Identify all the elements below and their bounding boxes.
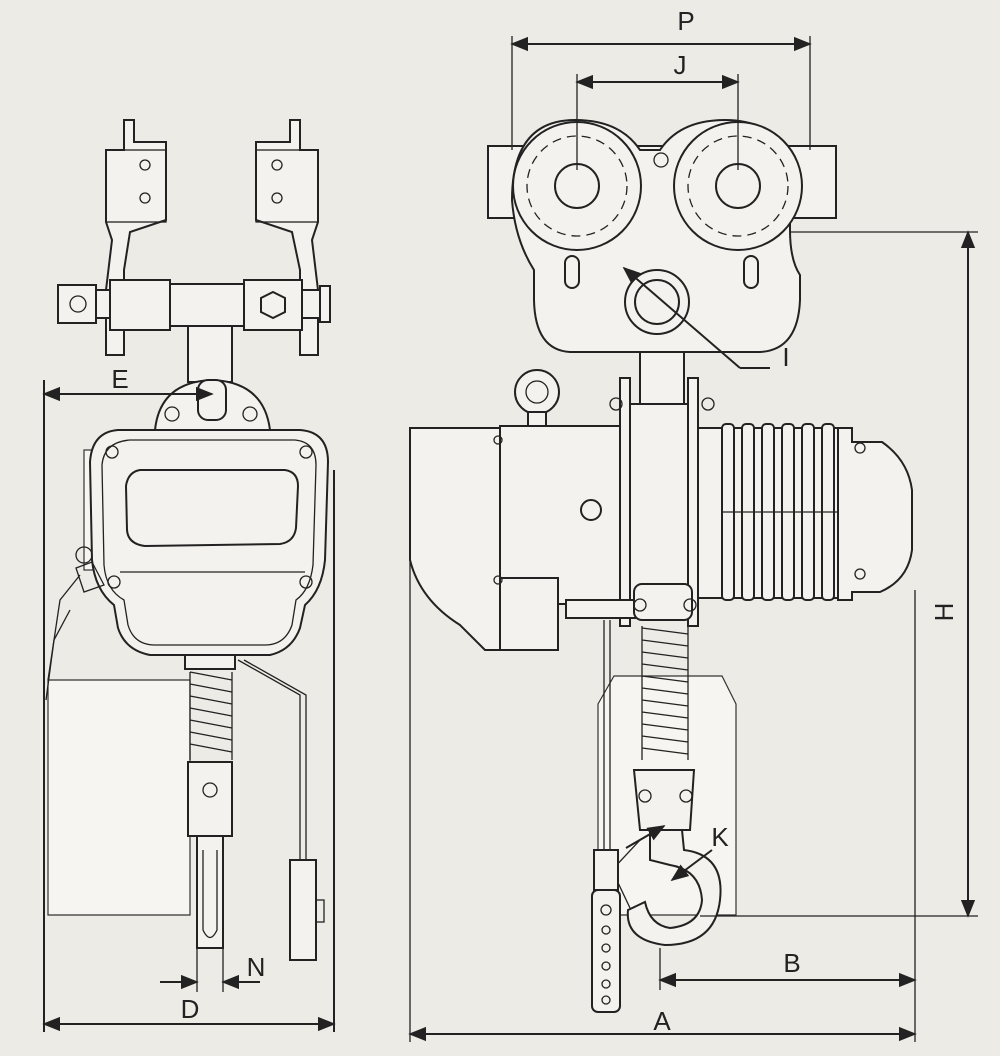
label-i: I bbox=[782, 342, 789, 372]
right-trolley bbox=[487, 118, 837, 409]
left-trolley bbox=[57, 119, 331, 383]
label-h: H bbox=[929, 603, 959, 622]
label-p: P bbox=[677, 6, 694, 36]
label-b: B bbox=[783, 948, 800, 978]
label-j: J bbox=[674, 50, 687, 80]
right-spring bbox=[641, 626, 689, 760]
left-pendant-cable bbox=[237, 659, 301, 860]
label-a: A bbox=[653, 1006, 671, 1036]
right-pendant bbox=[591, 889, 621, 1013]
dimension-k bbox=[670, 849, 713, 882]
right-front-view bbox=[408, 36, 978, 1042]
left-chain-bucket bbox=[47, 679, 191, 916]
left-side-view bbox=[42, 119, 336, 1032]
label-d: D bbox=[181, 994, 200, 1024]
label-n: N bbox=[247, 952, 266, 982]
left-hook-assembly bbox=[184, 654, 236, 949]
label-e: E bbox=[111, 364, 128, 394]
label-k: K bbox=[711, 822, 729, 852]
right-hook bbox=[626, 829, 722, 947]
motor-fins bbox=[721, 423, 840, 601]
dimension-i bbox=[622, 266, 741, 369]
left-pendant bbox=[289, 859, 317, 961]
